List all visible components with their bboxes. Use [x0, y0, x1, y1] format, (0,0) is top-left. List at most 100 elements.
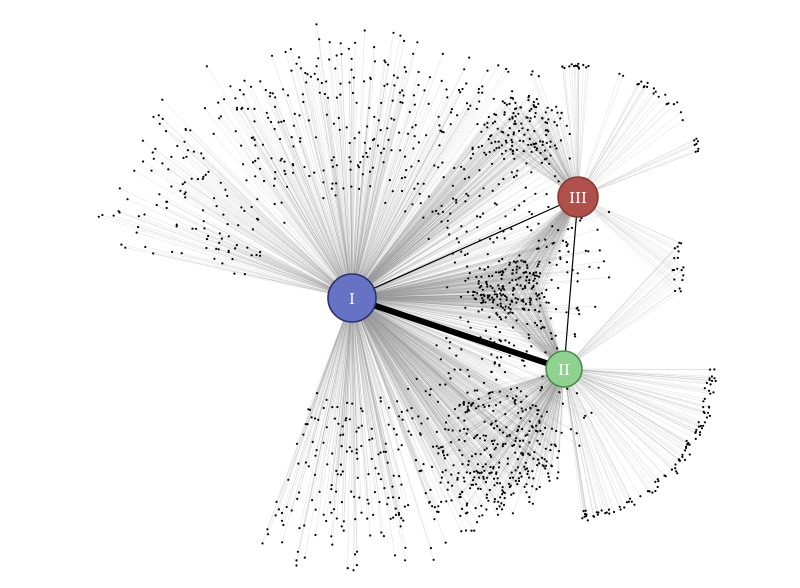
leaf-edge — [351, 78, 371, 299]
leaf-node — [329, 501, 332, 504]
leaf-node — [501, 257, 504, 261]
leaf-edge — [153, 116, 353, 299]
leaf-node — [298, 527, 301, 530]
leaf-edge — [351, 297, 560, 452]
leaf-edge — [351, 284, 518, 299]
leaf-node — [366, 155, 369, 158]
leaf-edge — [351, 294, 504, 299]
leaf-node — [517, 479, 521, 483]
leaf-node — [531, 470, 534, 473]
leaf-edge — [448, 368, 565, 416]
leaf-node — [673, 247, 677, 250]
leaf-edge — [351, 135, 427, 299]
leaf-node — [513, 157, 516, 160]
leaf-node — [703, 397, 706, 400]
leaf-node — [360, 444, 363, 448]
leaf-edge — [351, 217, 582, 299]
leaf-node — [492, 443, 495, 446]
leaf-edge — [351, 124, 485, 299]
leaf-node — [380, 531, 383, 534]
leaf-node — [496, 513, 500, 516]
leaf-node — [541, 143, 544, 146]
leaf-node — [479, 437, 482, 440]
leaf-node — [256, 198, 259, 201]
leaf-edge — [351, 107, 548, 299]
leaf-node — [483, 420, 486, 423]
leaf-node — [515, 268, 518, 271]
leaf-edge — [351, 297, 518, 432]
leaf-edge — [351, 40, 405, 299]
leaf-edge — [351, 297, 551, 451]
leaf-edge — [182, 183, 353, 299]
leaf-edge — [351, 297, 393, 487]
hub-node-i[interactable]: I — [327, 273, 377, 323]
leaf-node — [535, 424, 538, 427]
leaf-node — [483, 381, 486, 384]
leaf-node — [325, 80, 328, 83]
leaf-node — [433, 518, 436, 521]
leaf-node — [501, 100, 504, 103]
leaf-edge — [274, 106, 353, 299]
leaf-node — [477, 91, 480, 94]
leaf-node — [437, 115, 440, 118]
leaf-node — [521, 127, 524, 130]
leaf-edge — [351, 274, 534, 299]
leaf-node — [318, 490, 321, 493]
leaf-edge — [351, 297, 499, 502]
leaf-node — [414, 459, 418, 462]
leaf-node — [124, 246, 127, 249]
leaf-node — [504, 149, 507, 152]
leaf-node — [466, 291, 470, 294]
leaf-node — [152, 252, 155, 255]
leaf-node — [508, 433, 511, 436]
leaf-node — [537, 275, 541, 278]
leaf-edge — [351, 297, 506, 318]
leaf-node — [469, 157, 472, 160]
leaf-edge — [563, 368, 701, 433]
leaf-edge — [176, 226, 353, 299]
leaf-node — [482, 477, 485, 480]
leaf-edge — [351, 297, 585, 418]
leaf-edge — [563, 368, 701, 427]
leaf-edge — [118, 211, 353, 299]
leaf-node — [502, 271, 505, 274]
leaf-edge — [351, 279, 517, 299]
leaf-node — [441, 445, 444, 448]
leaf-edge — [351, 297, 491, 468]
leaf-node — [559, 257, 562, 261]
leaf-edge — [351, 297, 369, 475]
leaf-node — [313, 171, 316, 174]
leaf-node — [533, 105, 536, 108]
leaf-node — [532, 142, 535, 145]
leaf-node — [476, 292, 479, 295]
hub-nodes-layer: I II III — [327, 176, 599, 388]
leaf-node — [338, 128, 341, 131]
hub-node-iii[interactable]: III — [557, 176, 599, 218]
leaf-node — [183, 192, 186, 196]
leaf-node — [340, 501, 343, 504]
leaf-edge — [351, 239, 546, 299]
leaf-node — [652, 87, 656, 90]
leaf-edge — [351, 297, 472, 531]
leaf-edge — [296, 297, 353, 444]
leaf-node — [438, 144, 441, 147]
leaf-node — [541, 375, 544, 378]
leaf-edge — [351, 121, 555, 299]
leaf-node — [501, 486, 504, 489]
leaf-edge — [351, 297, 402, 485]
leaf-node — [182, 156, 185, 159]
hub-node-ii[interactable]: II — [545, 350, 583, 388]
leaf-node — [491, 274, 494, 277]
leaf-node — [207, 170, 210, 173]
leaf-node — [530, 229, 533, 232]
leaf-edge — [351, 152, 485, 299]
leaf-node — [444, 541, 447, 544]
leaf-edge — [563, 368, 607, 513]
leaf-node — [410, 433, 413, 436]
leaf-edge — [487, 196, 579, 296]
leaf-node — [578, 444, 581, 447]
leaf-edge — [563, 368, 621, 510]
leaf-node — [439, 358, 442, 361]
leaf-edge — [512, 368, 565, 478]
leaf-edge — [351, 297, 400, 514]
